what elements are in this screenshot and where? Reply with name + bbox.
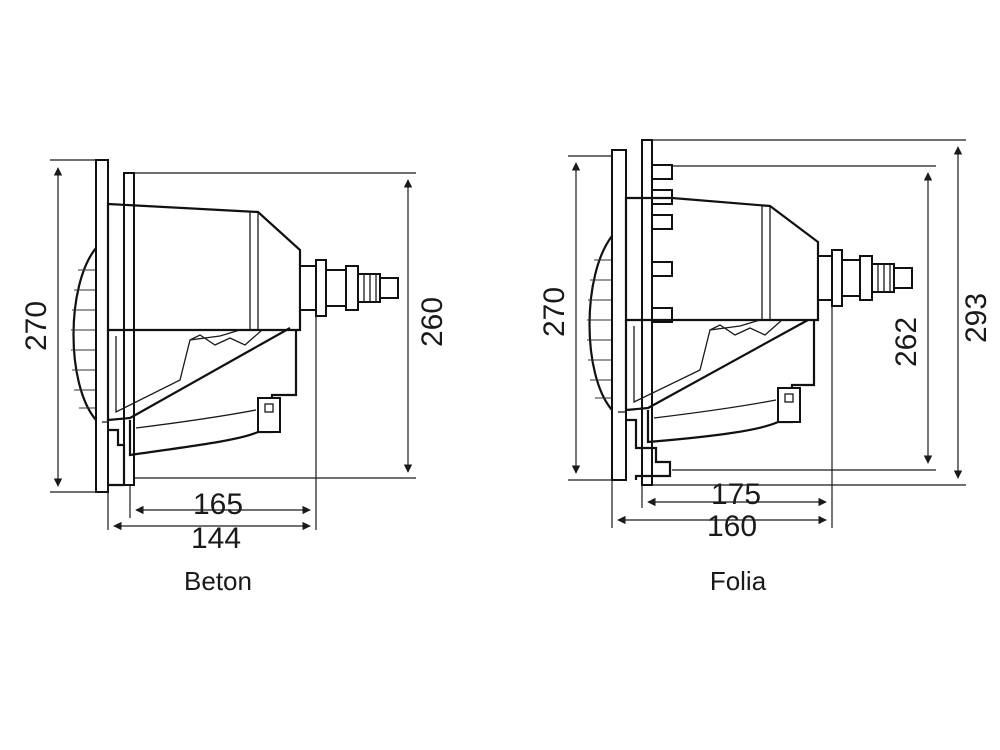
folia-lens bbox=[588, 235, 613, 411]
folia-dim-upper: 175 bbox=[711, 478, 761, 511]
folia-connector bbox=[817, 249, 913, 307]
folia-clip bbox=[626, 418, 672, 480]
folia-drawing bbox=[587, 139, 913, 486]
folia-caption: Folia bbox=[710, 566, 767, 596]
folia-ribs bbox=[651, 164, 673, 323]
folia-front-plate bbox=[611, 149, 627, 481]
beton-dim-lower: 144 bbox=[191, 522, 241, 555]
folia-dim-right: 293 bbox=[960, 293, 993, 343]
folia-lower-body bbox=[624, 319, 809, 412]
folia-dim-left: 270 bbox=[538, 287, 571, 337]
folia-lens-hatch bbox=[587, 259, 612, 399]
beton-lens-hatch bbox=[71, 269, 96, 409]
folia-dimensions bbox=[568, 139, 966, 528]
beton-drawing bbox=[71, 159, 399, 493]
beton-lower-body bbox=[106, 327, 291, 422]
beton-lens bbox=[72, 247, 97, 421]
beton-dim-right: 260 bbox=[416, 297, 449, 347]
beton-front-plate bbox=[95, 159, 109, 493]
beton-dim-upper: 165 bbox=[193, 488, 243, 521]
folia-dim-inner: 262 bbox=[890, 317, 923, 367]
beton-clip bbox=[108, 428, 126, 487]
beton-dim-left: 270 bbox=[20, 301, 53, 351]
beton-connector bbox=[299, 259, 399, 317]
beton-dimensions bbox=[50, 159, 416, 531]
beton-housing bbox=[106, 202, 302, 332]
beton-caption: Beton bbox=[184, 566, 252, 596]
folia-dim-lower: 160 bbox=[707, 510, 757, 543]
folia-bracket bbox=[646, 320, 816, 444]
